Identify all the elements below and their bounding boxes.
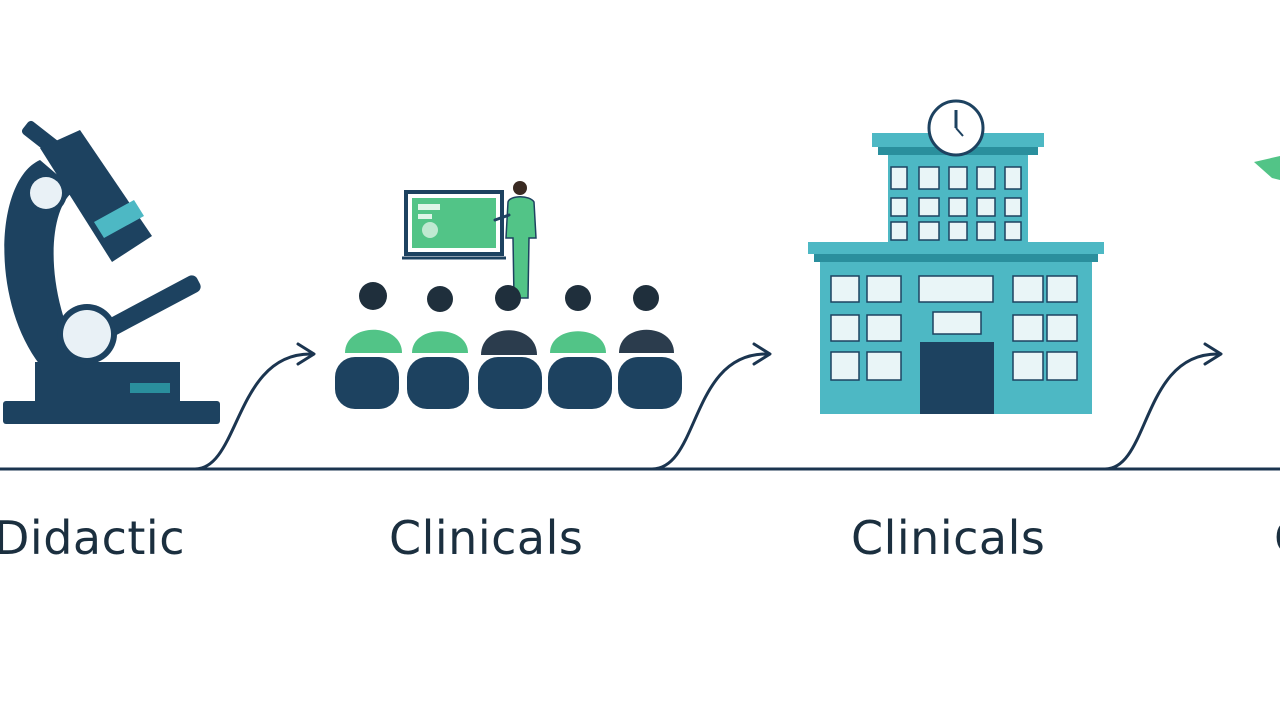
connector-arrow-2 [650,342,772,471]
graduation-cap-icon [1254,156,1280,180]
connector-arrow-3 [1103,342,1223,471]
stage-label-clinicals-2: Clinicals [851,511,1046,565]
audience-member [618,285,682,409]
audience-member [478,285,542,409]
stage-label-partial: C [1274,508,1280,568]
stage-label-clinicals-1: Clinicals [389,511,584,565]
stage-label-didactic: Didactic [0,511,185,565]
audience-member [548,285,612,409]
audience-member [407,286,469,409]
hospital-icon [808,99,1104,414]
microscope-icon [3,120,220,424]
classroom-icon [335,181,682,409]
audience-member [335,282,402,409]
connector-arrow-1 [193,342,316,471]
